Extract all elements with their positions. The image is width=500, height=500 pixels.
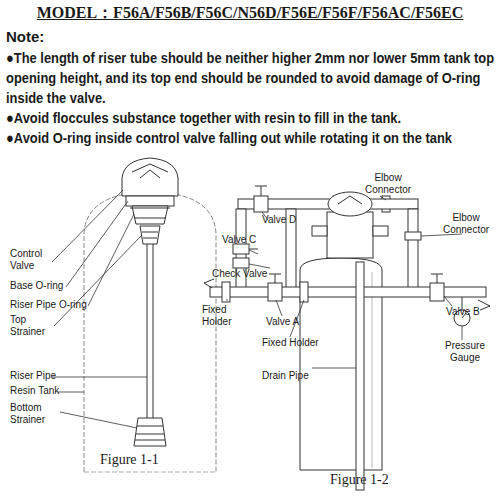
part-name: Pressure Gauge: [440, 340, 490, 364]
note-text: ●Avoid floccules substance together with…: [6, 108, 496, 128]
figure-caption: Figure 1-1: [100, 452, 159, 468]
part-name: Top Strainer: [10, 314, 54, 338]
part-name: Valve D: [262, 214, 296, 226]
resin-tank-section: [84, 158, 216, 472]
part-name: Base O-ring: [10, 280, 63, 292]
note-text: ●Avoid O-ring inside control valve falli…: [6, 128, 496, 148]
part-name: Control Valve: [10, 248, 54, 272]
part-name: Resin Tank: [10, 385, 59, 397]
part-name: Riser Pipe O-ring: [10, 299, 87, 311]
part-name: Elbow Connector: [440, 212, 492, 236]
part-name: Valve B: [446, 306, 480, 318]
part-name: Fixed Holder: [202, 304, 236, 328]
part-name: Riser Pipe: [10, 370, 56, 382]
part-name: Check Valve: [212, 268, 267, 280]
part-name: Valve C: [222, 234, 256, 246]
note-heading: Note:: [6, 28, 44, 45]
leader-lines-fig2: [226, 196, 462, 368]
note-text: ●The length of riser tube should be neit…: [6, 48, 496, 108]
figure-caption: Figure 1-2: [330, 472, 389, 488]
part-name: Fixed Holder: [262, 337, 319, 349]
part-name: Bottom Strainer: [10, 402, 60, 426]
part-name: Drain Pipe: [262, 370, 309, 382]
part-name: Elbow Connector: [362, 172, 414, 196]
model-title: MODEL：F56A/F56B/F56C/N56D/F56E/F56F/F56A…: [0, 4, 500, 22]
part-name: Valve A: [266, 316, 299, 328]
